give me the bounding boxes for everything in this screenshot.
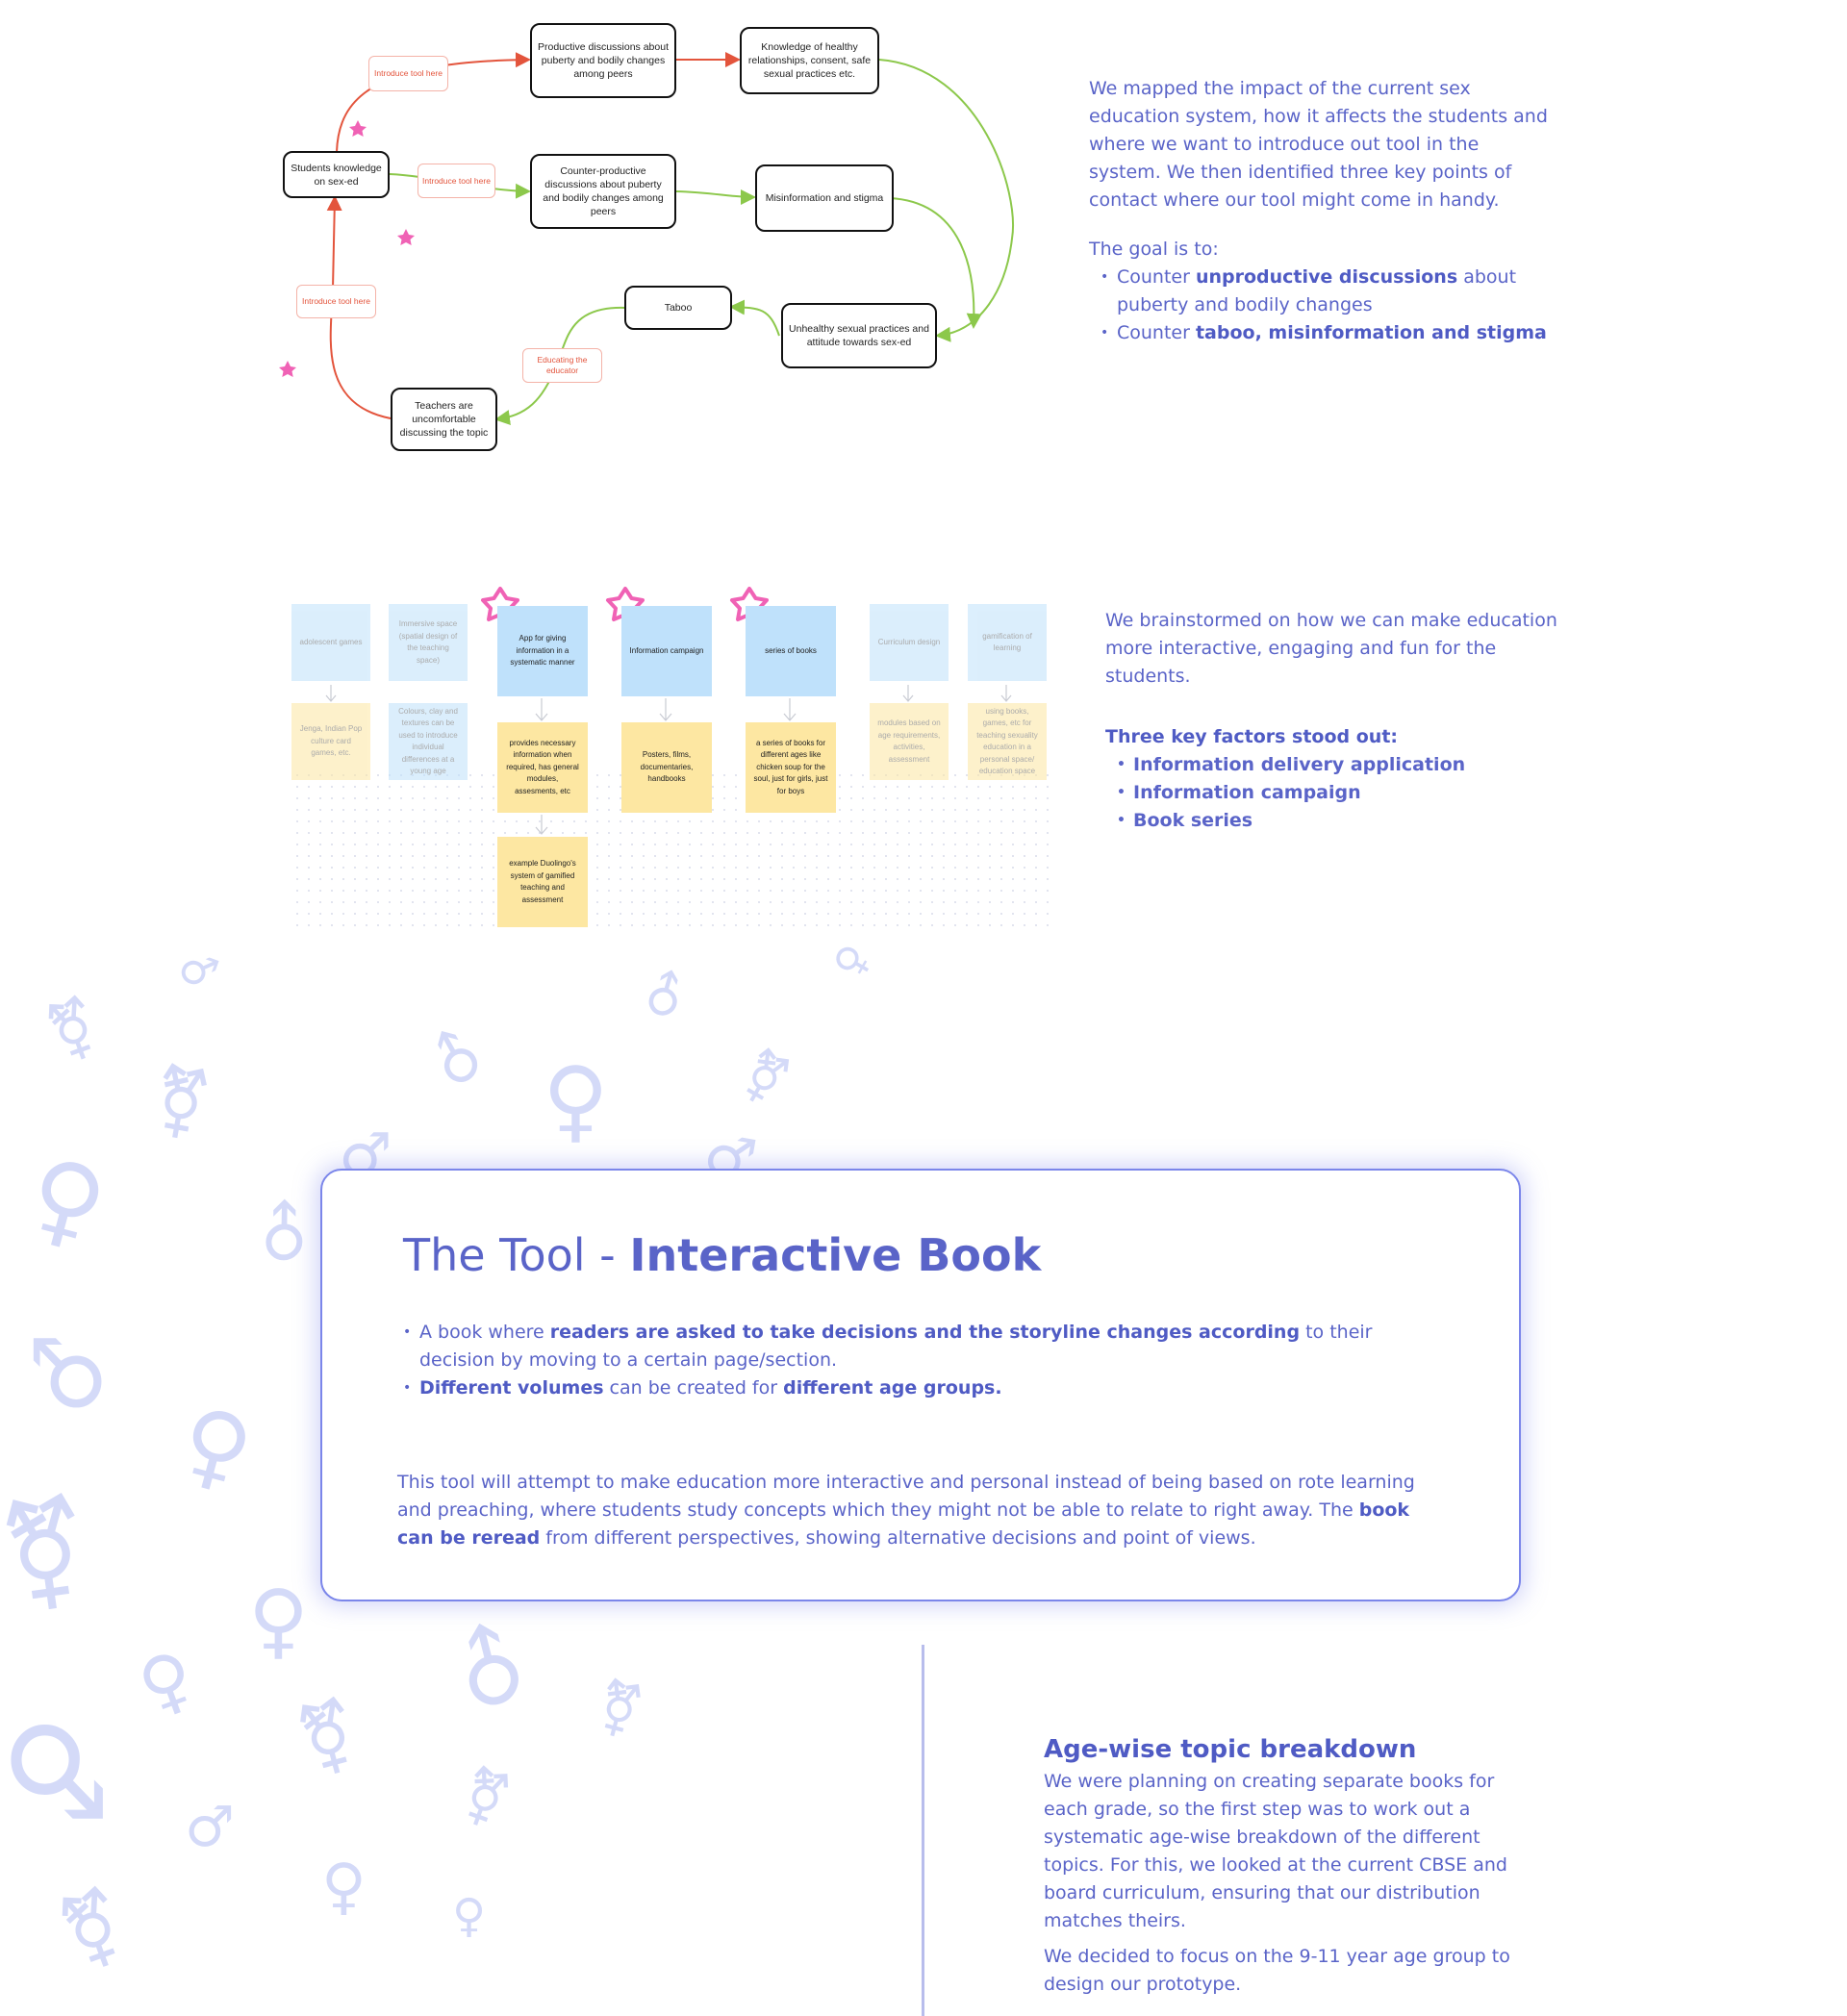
age-breakdown-section: Age-wise topic breakdown We were plannin…	[1044, 1733, 1525, 1999]
transgender-symbol-icon: ⚧	[37, 988, 109, 1071]
female-symbol-icon: ♀	[823, 936, 879, 986]
male-symbol-icon: ♂	[416, 1023, 498, 1095]
node-teachers-uncomfortable: Teachers are uncomfortable discussing th…	[391, 388, 497, 451]
arrow-misinfo-to-unhealthy	[889, 197, 982, 329]
female-symbol-icon: ♀	[169, 1385, 264, 1508]
sticky-campaign-detail: Posters, films, documentaries, handbooks	[621, 722, 712, 813]
sticky-app-example: example Duolingo's system of gamified te…	[497, 837, 588, 927]
factor-item-3: Book series	[1105, 807, 1567, 835]
tool-bullet-decisions: A book where readers are asked to take d…	[392, 1319, 1430, 1374]
star-icons	[279, 120, 415, 377]
sticky-immersive-space-detail: Colours, clay and textures can be used t…	[389, 703, 468, 780]
sticky-gamification: gamification of learning	[968, 604, 1047, 681]
female-symbol-icon: ♀	[452, 1889, 487, 1943]
goal-list: Counter unproductive discussions about p…	[1089, 264, 1551, 347]
factor-item-1: Information delivery application	[1105, 751, 1567, 779]
sticky-adolescent-games: adolescent games	[291, 604, 370, 681]
goal-item-2: Counter taboo, misinformation and stigma	[1089, 319, 1551, 347]
transgender-symbol-icon: ⚧	[451, 1758, 519, 1837]
goal-item-1: Counter unproductive discussions about p…	[1089, 264, 1551, 319]
sticky-adolescent-games-detail: Jenga, Indian Pop culture card games, et…	[291, 703, 370, 780]
tag-introduce-tool-middle: Introduce tool here	[417, 164, 495, 198]
female-symbol-icon: ♀	[543, 1048, 609, 1153]
tag-educating-educator: Educating the educator	[522, 348, 602, 383]
node-counter-productive: Counter-productive discussions about pub…	[530, 154, 676, 229]
tag-introduce-tool-left: Introduce tool here	[296, 285, 376, 318]
male-symbol-icon: ♂	[171, 941, 225, 1001]
brainstorm-paragraph: We brainstormed on how we can make educa…	[1105, 610, 1557, 687]
mapping-text-panel: We mapped the impact of the current sex …	[1089, 75, 1551, 347]
tool-bullet-list: A book where readers are asked to take d…	[392, 1319, 1430, 1402]
age-breakdown-title: Age-wise topic breakdown	[1044, 1735, 1417, 1764]
female-symbol-icon: ♀	[127, 1634, 206, 1730]
sticky-immersive-space: Immersive space (spatial design of the t…	[389, 604, 468, 681]
factors-list: Information delivery application Informa…	[1105, 751, 1567, 835]
factor-item-2: Information campaign	[1105, 779, 1567, 807]
arrow-unhealthy-to-taboo	[729, 299, 780, 337]
sticky-series-of-books: series of books	[746, 606, 836, 696]
transgender-symbol-icon: ⚧	[288, 1690, 368, 1786]
node-productive-discussions: Productive discussions about puberty and…	[530, 23, 676, 98]
factors-title: Three key factors stood out:	[1105, 726, 1399, 747]
sticky-gamification-detail: using books, games, etc for teaching sex…	[968, 703, 1047, 780]
transgender-symbol-icon: ⚧	[145, 1057, 217, 1147]
tool-bullet-volumes: Different volumes can be created for dif…	[392, 1374, 1430, 1402]
tool-card: The Tool - Interactive Book A book where…	[320, 1169, 1521, 1601]
male-symbol-icon: ♂	[14, 1331, 123, 1416]
female-symbol-icon: ♀	[248, 1573, 309, 1669]
transgender-symbol-icon: ⚧	[0, 1486, 99, 1623]
male-symbol-icon: ♂	[237, 1187, 333, 1283]
female-symbol-icon: ♀	[321, 1852, 367, 1923]
male-symbol-icon: ♂	[185, 1794, 235, 1859]
node-taboo: Taboo	[624, 286, 732, 330]
node-unhealthy-practices: Unhealthy sexual practices and attitude …	[781, 303, 937, 368]
node-students-knowledge: Students knowledge on sex-ed	[283, 151, 390, 198]
transgender-symbol-icon: ⚧	[589, 1674, 649, 1746]
sticky-books-detail: a series of books for different ages lik…	[746, 722, 836, 813]
goal-intro: The goal is to:	[1089, 239, 1219, 260]
transgender-symbol-icon: ⚧	[730, 1040, 799, 1116]
sticky-app-detail: provides necessary information when requ…	[497, 722, 588, 813]
sticky-app: App for giving information in a systemat…	[497, 606, 588, 696]
sticky-curriculum-detail: modules based on age requirements, activ…	[870, 703, 949, 780]
transgender-symbol-icon: ⚧	[48, 1878, 138, 1982]
node-healthy-knowledge: Knowledge of healthy relationships, cons…	[740, 27, 879, 94]
male-symbol-icon: ♂	[426, 1609, 556, 1730]
section-divider-line	[922, 1645, 924, 2016]
tool-description: This tool will attempt to make education…	[397, 1472, 1415, 1549]
male-symbol-icon: ♂	[631, 960, 699, 1033]
sticky-curriculum-design: Curriculum design	[870, 604, 949, 681]
brainstorm-text-panel: We brainstormed on how we can make educa…	[1105, 607, 1567, 835]
mapping-paragraph: We mapped the impact of the current sex …	[1089, 78, 1548, 211]
tag-introduce-tool-top: Introduce tool here	[368, 56, 448, 91]
tool-title: The Tool - Interactive Book	[403, 1229, 1042, 1281]
age-breakdown-paragraph: We were planning on creating separate bo…	[1044, 1771, 1507, 1931]
female-symbol-icon: ♀	[16, 1134, 118, 1267]
arrow-counter-to-misinfo	[675, 189, 756, 205]
node-misinformation: Misinformation and stigma	[755, 164, 894, 232]
age-focus-paragraph: We decided to focus on the 9-11 year age…	[1044, 1946, 1510, 1995]
male-symbol-icon: ♂	[0, 1715, 129, 1827]
sticky-information-campaign: Information campaign	[621, 606, 712, 696]
